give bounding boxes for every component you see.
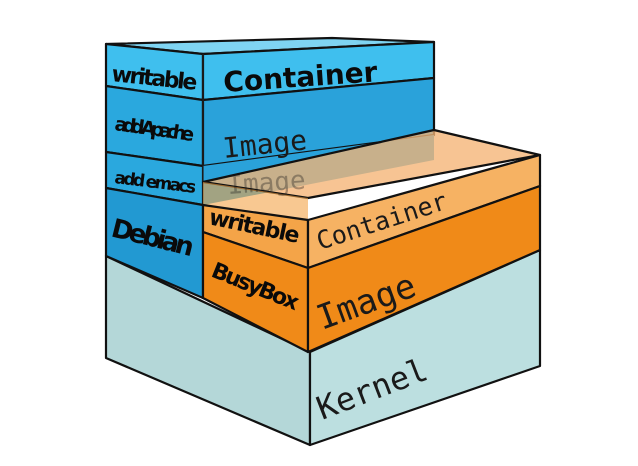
right-container-back-left: [203, 182, 308, 220]
kernel-layer: Kernel: [104, 248, 542, 447]
right-stack: Image writable BusyBox Container Image: [201, 128, 542, 354]
left-image-ghost-label: Image: [226, 166, 306, 201]
right-image-front-face: [306, 184, 542, 354]
